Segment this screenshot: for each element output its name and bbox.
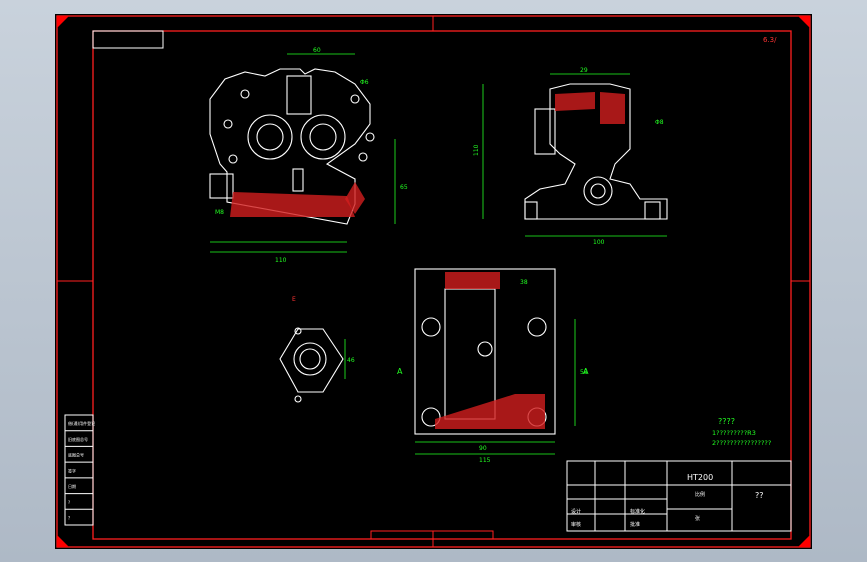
- roughness-symbol: 6.3/: [763, 36, 777, 44]
- dim-plan-height: 58: [580, 369, 588, 376]
- side-table-cell: 旧底图总号: [68, 436, 88, 442]
- side-view: [524, 83, 668, 220]
- notes-heading: ????: [718, 417, 735, 426]
- front-view-hatch: [230, 182, 365, 217]
- title-block: [566, 460, 792, 532]
- side-view-hatch: [555, 92, 625, 124]
- section-label-e: E: [292, 296, 296, 303]
- company-label: ??: [755, 491, 764, 500]
- side-table-cell: 底图总号: [68, 452, 84, 458]
- dim-plan-inner: 90: [479, 445, 487, 452]
- cad-viewport[interactable]: 110 110 100 115 90 58 M8 Φ6 Φ8 60 46 65 …: [55, 14, 812, 549]
- dimension-lines: [210, 53, 667, 455]
- dim-side-width: 100: [593, 239, 605, 246]
- dim-65: 65: [400, 184, 408, 191]
- dim-29: 29: [580, 67, 588, 74]
- dim-side-height: 110: [473, 144, 480, 156]
- dim-38: 38: [520, 279, 528, 286]
- dim-bolt: M8: [215, 209, 224, 216]
- dim-tol2: Φ8: [655, 119, 664, 126]
- side-table-cell: ?: [68, 516, 70, 521]
- dim-46: 46: [347, 357, 355, 364]
- sheet-label: 张: [695, 515, 700, 522]
- scale-label: 比例: [695, 491, 705, 498]
- drawing-canvas[interactable]: 110 110 100 115 90 58 M8 Φ6 Φ8 60 46 65 …: [55, 14, 812, 549]
- bottom-scale-ruler: [370, 530, 494, 540]
- plan-view-hatch: [435, 272, 545, 429]
- side-table-cell: ?: [68, 500, 70, 505]
- notes-line-1: 1?????????R3: [712, 429, 756, 437]
- side-table-cell: 借(通)用件登记: [68, 420, 95, 426]
- drawing-frame: [56, 15, 811, 548]
- section-label-a-right: A: [583, 367, 589, 376]
- section-label-a-left: A: [397, 367, 403, 376]
- dim-plan-width: 115: [479, 457, 491, 464]
- notes-line-2: 2????????????????: [712, 439, 771, 447]
- standard-label: 标准化: [630, 508, 645, 515]
- dim-tol1: Φ6: [360, 79, 369, 86]
- dim-60: 60: [313, 47, 321, 54]
- side-table-cell: 签字: [68, 467, 76, 473]
- material-label: HT200: [687, 473, 713, 482]
- flange-view: [279, 327, 344, 403]
- side-table-cell: 日期: [68, 483, 76, 489]
- check-label: 审核: [571, 521, 581, 528]
- dim-top-width: 110: [275, 257, 287, 264]
- design-label: 设计: [571, 508, 581, 515]
- approve-label: 批准: [630, 521, 640, 528]
